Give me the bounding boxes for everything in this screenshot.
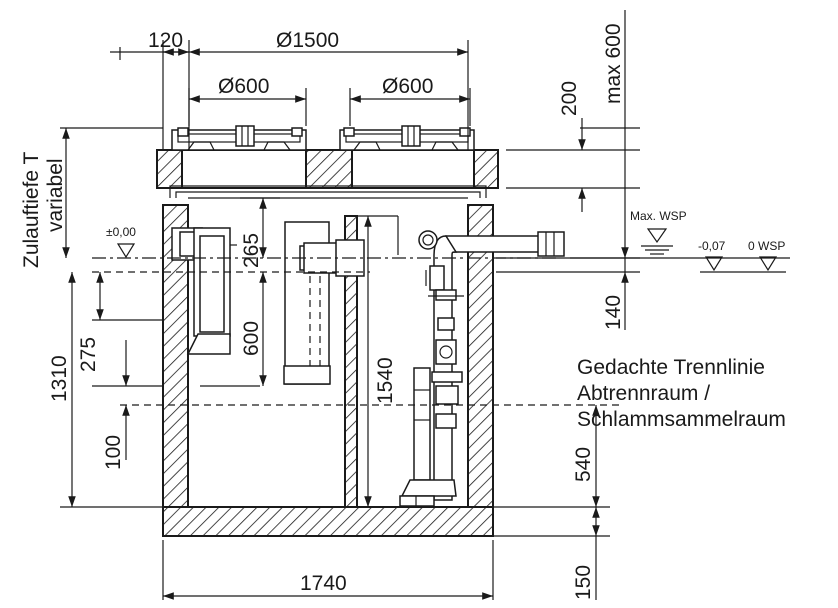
water-level-symbols: [116, 228, 786, 273]
minus-007-marker: [704, 256, 724, 272]
label-140: 140: [602, 295, 625, 330]
label-200: 200: [558, 81, 581, 116]
label-600: 600: [240, 321, 263, 356]
dimension-labels: 120 Ø1500 Ø600 Ø600 200 max 600 Zulaufti…: [20, 23, 625, 600]
manhole-cover-right: [339, 125, 475, 151]
partition-wall: [344, 215, 358, 508]
manhole-cover-left: [171, 125, 307, 151]
label-diameter-1500: Ø1500: [276, 29, 339, 52]
label-1310: 1310: [48, 355, 71, 402]
label-540: 540: [572, 447, 595, 482]
tank-body: [162, 204, 494, 537]
label-zero-wsp: 0 WSP: [748, 239, 785, 253]
divider-line-1: Gedachte Trennlinie: [577, 356, 765, 379]
label-minus-007: -0,07: [698, 239, 726, 253]
label-275: 275: [77, 337, 100, 372]
centre-baffle: [283, 221, 365, 385]
divider-annotation: Gedachte Trennlinie Abtrennraum / Schlam…: [577, 356, 786, 431]
riser-pipe: [399, 230, 565, 507]
dimension-lines: [62, 10, 629, 600]
bottom-slab: [162, 506, 494, 537]
reference-lines: [92, 127, 790, 406]
label-1740: 1740: [300, 572, 347, 595]
label-inlet-depth: Zulauftiefe T: [20, 151, 43, 268]
label-inlet-variable: variabel: [44, 158, 67, 232]
cover-slab: [156, 149, 499, 206]
label-150: 150: [572, 565, 595, 600]
label-diameter-600-left: Ø600: [218, 75, 269, 98]
inlet-pipe: [171, 227, 240, 355]
label-100: 100: [102, 435, 125, 470]
divider-line-3: Schlammsammelraum: [577, 408, 786, 431]
zero-wsp-marker: [758, 256, 778, 272]
label-265: 265: [240, 233, 263, 268]
label-level-zero: ±0,00: [106, 225, 136, 239]
water-level-labels: Max. WSP -0,07 0 WSP: [630, 209, 785, 253]
extension-lines: [60, 40, 610, 600]
level-zero-marker: [116, 243, 136, 259]
label-max-600: max 600: [602, 23, 625, 104]
divider-line-2: Abtrennraum /: [577, 382, 710, 405]
max-wsp-marker: [646, 228, 668, 244]
label-max-wsp: Max. WSP: [630, 209, 687, 223]
label-1540: 1540: [374, 357, 397, 404]
label-diameter-600-right: Ø600: [382, 75, 433, 98]
label-120: 120: [148, 29, 183, 52]
